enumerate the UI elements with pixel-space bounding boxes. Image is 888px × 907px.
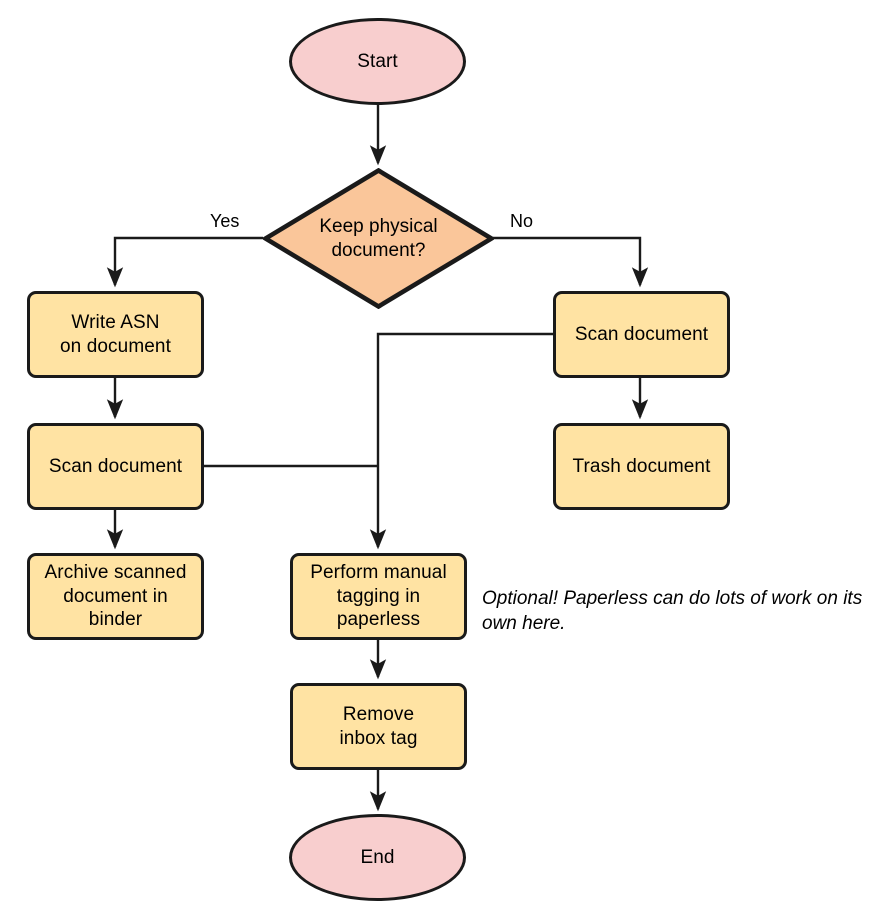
- node-archive-scanned-document[interactable]: Archive scanned document in binder: [27, 553, 204, 640]
- node-trash-document-label: Trash document: [572, 455, 711, 477]
- edge-label-yes: Yes: [210, 211, 240, 231]
- node-end[interactable]: End: [289, 814, 466, 901]
- node-archive-label: Archive scanned document in binder: [44, 561, 187, 631]
- edge-label-no: No: [510, 211, 534, 231]
- node-decision-label: Keep physical document?: [319, 215, 438, 261]
- node-end-label: End: [360, 846, 395, 868]
- node-tagging-label: Perform manual tagging in paperless: [310, 561, 447, 631]
- node-remove-inbox-tag[interactable]: Remove inbox tag: [290, 683, 467, 770]
- node-write-asn-on-document[interactable]: Write ASN on document: [27, 291, 204, 378]
- diamond-shape: [263, 168, 494, 309]
- node-scan-document-left-label: Scan document: [48, 455, 183, 477]
- annotation-optional-note: Optional! Paperless can do lots of work …: [482, 588, 863, 634]
- node-scan-document-left[interactable]: Scan document: [27, 423, 204, 510]
- node-remove-inbox-tag-label: Remove inbox tag: [339, 703, 418, 749]
- node-trash-document[interactable]: Trash document: [553, 423, 730, 510]
- edge-scan-right-to-tagging: [369, 332, 553, 550]
- node-start[interactable]: Start: [289, 18, 466, 105]
- node-start-label: Start: [357, 50, 398, 72]
- node-decision-keep-physical-document[interactable]: Keep physical document?: [263, 168, 494, 309]
- node-write-asn-label: Write ASN on document: [60, 311, 171, 357]
- edge-decision-no-to-scan-right: [493, 236, 649, 288]
- node-scan-document-right-label: Scan document: [574, 323, 709, 345]
- edge-decision-yes-to-write-asn: [106, 236, 263, 288]
- node-scan-document-right[interactable]: Scan document: [553, 291, 730, 378]
- node-perform-manual-tagging[interactable]: Perform manual tagging in paperless: [290, 553, 467, 640]
